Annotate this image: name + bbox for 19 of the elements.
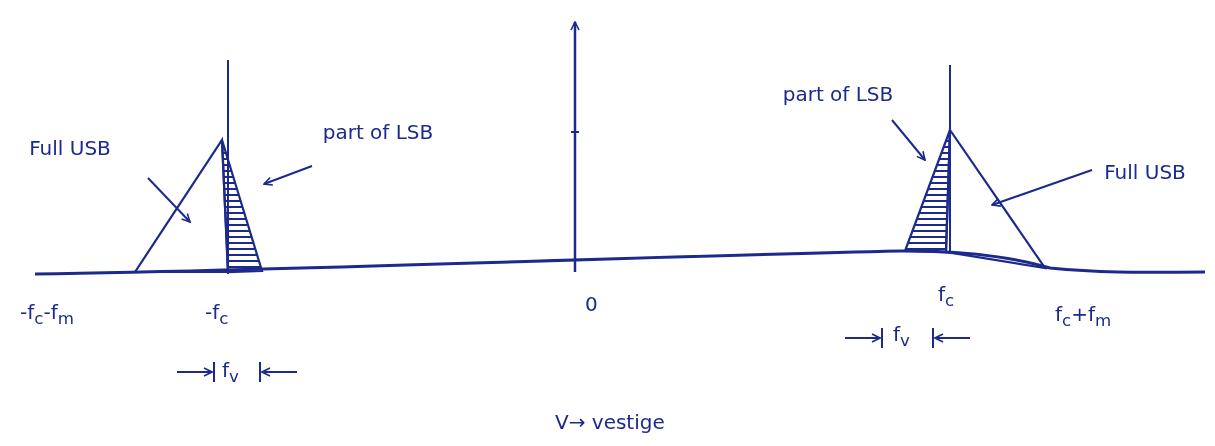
note-text: V→ vestige bbox=[555, 410, 665, 434]
leader-arrow bbox=[147, 177, 191, 223]
hatched-sideband bbox=[903, 128, 952, 254]
tick-label: -f$_{c}$ bbox=[205, 300, 229, 330]
annotation-text: part of LSB bbox=[778, 82, 898, 106]
bandwidth-label: f$_{v}$ bbox=[222, 358, 239, 388]
hatched-sideband bbox=[220, 138, 264, 274]
bandwidth-label: f$_{v}$ bbox=[893, 322, 910, 352]
annotation-text: part of LSB bbox=[318, 120, 438, 144]
leader-arrow bbox=[263, 165, 313, 186]
annotation-text: Full USB bbox=[1085, 160, 1205, 184]
tick-label: -f$_{c}$-f$_{m}$ bbox=[20, 300, 74, 330]
annotation-text: Full USB bbox=[10, 136, 130, 160]
leader-arrow bbox=[891, 119, 926, 161]
tick-label: 0 bbox=[585, 292, 598, 316]
leader-arrow bbox=[991, 169, 1093, 207]
tick-label: f$_{c}$ bbox=[938, 282, 955, 312]
tick-label: f$_{c}$+f$_{m}$ bbox=[1055, 302, 1112, 332]
sideband-triangle bbox=[944, 126, 1048, 270]
